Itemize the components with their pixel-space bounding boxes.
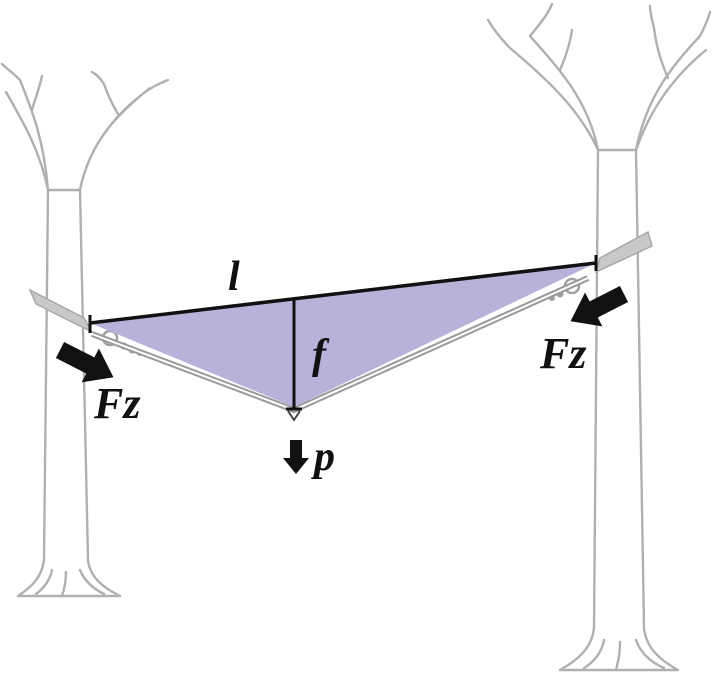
load-arrow-icon [283, 440, 309, 474]
label-sag: f [312, 332, 330, 378]
force-triangle [90, 263, 596, 407]
force-left-arrow-icon [55, 341, 114, 383]
label-force-right: Fz [539, 329, 586, 378]
load-hook-icon [287, 410, 301, 422]
force-right-arrow-icon [570, 285, 629, 327]
left-tree [0, 62, 170, 598]
label-force-left: Fz [93, 379, 140, 428]
label-length: l [228, 254, 240, 300]
label-load: p [311, 434, 335, 480]
span-line [89, 261, 597, 325]
right-tree [486, 2, 712, 672]
